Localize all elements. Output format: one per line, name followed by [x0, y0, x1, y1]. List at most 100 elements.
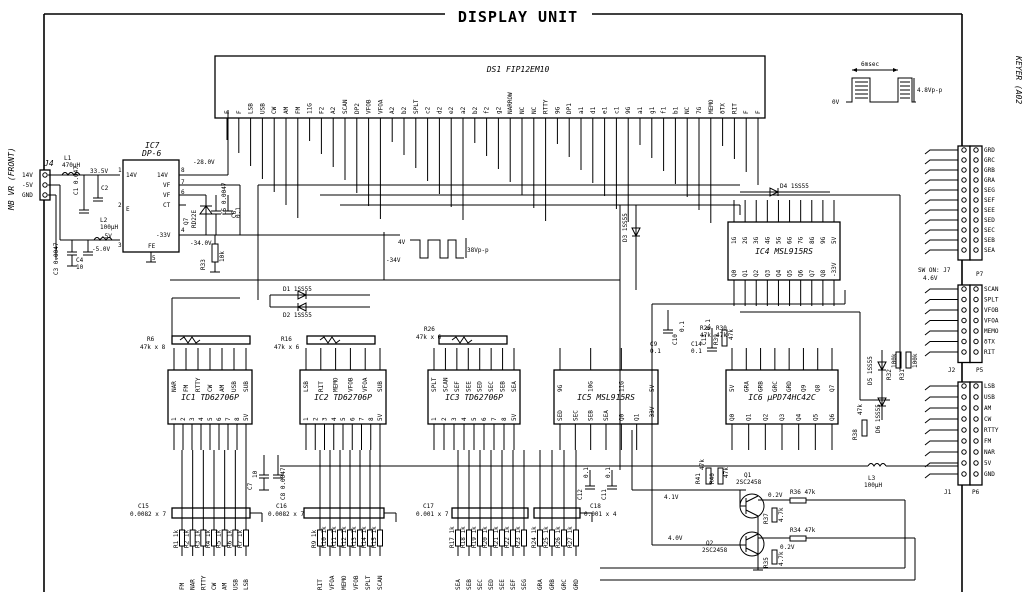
diodes-d3-d4: D3 1SS55 D4 1SS55 [622, 183, 830, 290]
ds1-pin-label: f2 [484, 106, 491, 114]
connector-signal: VFOB [984, 307, 999, 314]
ic1-bottom-pin: 6 [216, 417, 223, 421]
resistor-label: R3 1k [194, 530, 201, 548]
resistor-label: R9 1k [311, 530, 318, 548]
ic3-top-pin: SEF [454, 381, 461, 392]
r36-label: R36 47k [790, 489, 816, 496]
ic7-pin-14v-r: 14V [157, 172, 168, 179]
resistor-label: R2 1k [184, 530, 191, 548]
signal-label: NAR [190, 579, 197, 590]
connector-pin [961, 449, 967, 455]
connector-pin [961, 237, 967, 243]
c17-ref: C17 [423, 503, 434, 510]
l1-value: 470μH [62, 162, 80, 169]
c9-ref: C9 [650, 341, 658, 348]
connector-pin [973, 394, 979, 400]
ic3-bottom-pin: 1 [431, 417, 438, 421]
ic5-bottom-pin: Q1 [634, 413, 641, 421]
c12-ref: C12 [577, 489, 584, 500]
ic2-label: IC2 TD62706P [314, 393, 372, 402]
connector-signal: SEG [984, 187, 995, 194]
connector-signal: VFOA [984, 318, 999, 325]
ic3-label: IC3 TD62706P [445, 393, 503, 402]
waveform-period: 6msec [861, 61, 879, 68]
ic4-bottom-pin: Q5 [787, 269, 794, 277]
connector-pin [961, 317, 967, 324]
signal-label: SED [488, 579, 495, 590]
ic4-bottom-pin: -33V [831, 262, 838, 277]
q2-part: 2SC2458 [702, 547, 728, 554]
connector-wire [924, 407, 958, 413]
bus-wires [170, 110, 916, 581]
waveform-mid-minus34: -34V [386, 257, 401, 264]
connector-signal: GRD [984, 147, 995, 154]
r37-ref: R37 [763, 513, 770, 524]
resistor-body [573, 529, 579, 547]
resistor-label: R15 1k [371, 526, 378, 548]
connector-pin [973, 460, 979, 466]
connector-signal: RIT [984, 349, 995, 356]
c11-ref: C11 [601, 489, 608, 500]
resistor-label: R22 1k [504, 526, 511, 548]
j2-label: J2 [948, 367, 956, 374]
ic1-top-pin: NAR [171, 381, 178, 392]
connector-pin [973, 296, 979, 303]
signal-label: CW [211, 582, 218, 590]
v-minus5-0: -5.0V [92, 246, 110, 253]
r6-ref: R6 [147, 336, 155, 343]
ic7-pin-ct: CT [163, 202, 171, 209]
connector-pin [973, 187, 979, 193]
ic1-top-pin: USB [231, 381, 238, 392]
ic7-pn-3: 3 [118, 242, 122, 249]
resistor-label: R27 1k [567, 526, 574, 548]
c16-value: 0.0082 x 7 [268, 511, 305, 518]
ic6-bottom-pin: Q6 [829, 413, 836, 421]
ds1-pin-label: a2 [460, 106, 467, 114]
d4-label: D4 1SS55 [780, 183, 809, 190]
ds1-pin-wires [226, 118, 759, 223]
q1-ref: Q1 [744, 472, 752, 479]
resistor-label: R20 1k [482, 526, 489, 548]
ic6-bottom-pin: Q5 [812, 413, 819, 421]
signal-label: GRB [549, 579, 556, 590]
r38-ref: R38 [852, 429, 859, 440]
connector-pin [973, 147, 979, 153]
connector-wire [924, 330, 958, 336]
ic5-bottom-pin: Q0 [618, 413, 625, 421]
connector-signal: SCAN [984, 286, 999, 293]
connector-pin [973, 157, 979, 163]
ic3-top-pin: SEC [488, 381, 495, 392]
connector-wire [924, 462, 958, 468]
connector-wire [924, 239, 958, 245]
connector-signal: AM [984, 405, 992, 412]
connector-wire [924, 341, 958, 346]
ic6-bottom-pin: Q2 [762, 413, 769, 421]
waveform-mid-4v: 4V [398, 239, 406, 246]
signal-label: RIT [317, 579, 324, 590]
ic2-bottom-pin: 7 [359, 417, 366, 421]
ic6-top-pin: GRC [772, 381, 779, 392]
signal-label: VFOA [329, 575, 336, 590]
j4-ref: J4 [43, 159, 54, 168]
connector-wire [924, 429, 958, 435]
ic3-top-pin: SPLT [431, 377, 438, 392]
r26-value: 47k x 6 [416, 334, 442, 341]
resistor-label: R10 1k [321, 526, 328, 548]
connector-wire [924, 440, 958, 446]
ic5-bottom-pin: SEA [603, 410, 610, 421]
ic7-pn-5: 5 [152, 255, 156, 262]
connector-pin [973, 227, 979, 233]
connector-pin [961, 286, 967, 292]
connector-pin [973, 405, 979, 411]
q1-part: 2SC2458 [736, 479, 762, 486]
ds1-pin-label: 7G [696, 106, 703, 114]
c3-label: C3 0.0047 [53, 242, 60, 275]
ic2-bottom-pin: 4 [331, 417, 338, 421]
resistor-label: R26 1k [555, 526, 562, 548]
connector-pin [961, 157, 967, 163]
p5-label: P5 [976, 367, 984, 374]
ds1-pin-label: SPLT [413, 99, 420, 114]
